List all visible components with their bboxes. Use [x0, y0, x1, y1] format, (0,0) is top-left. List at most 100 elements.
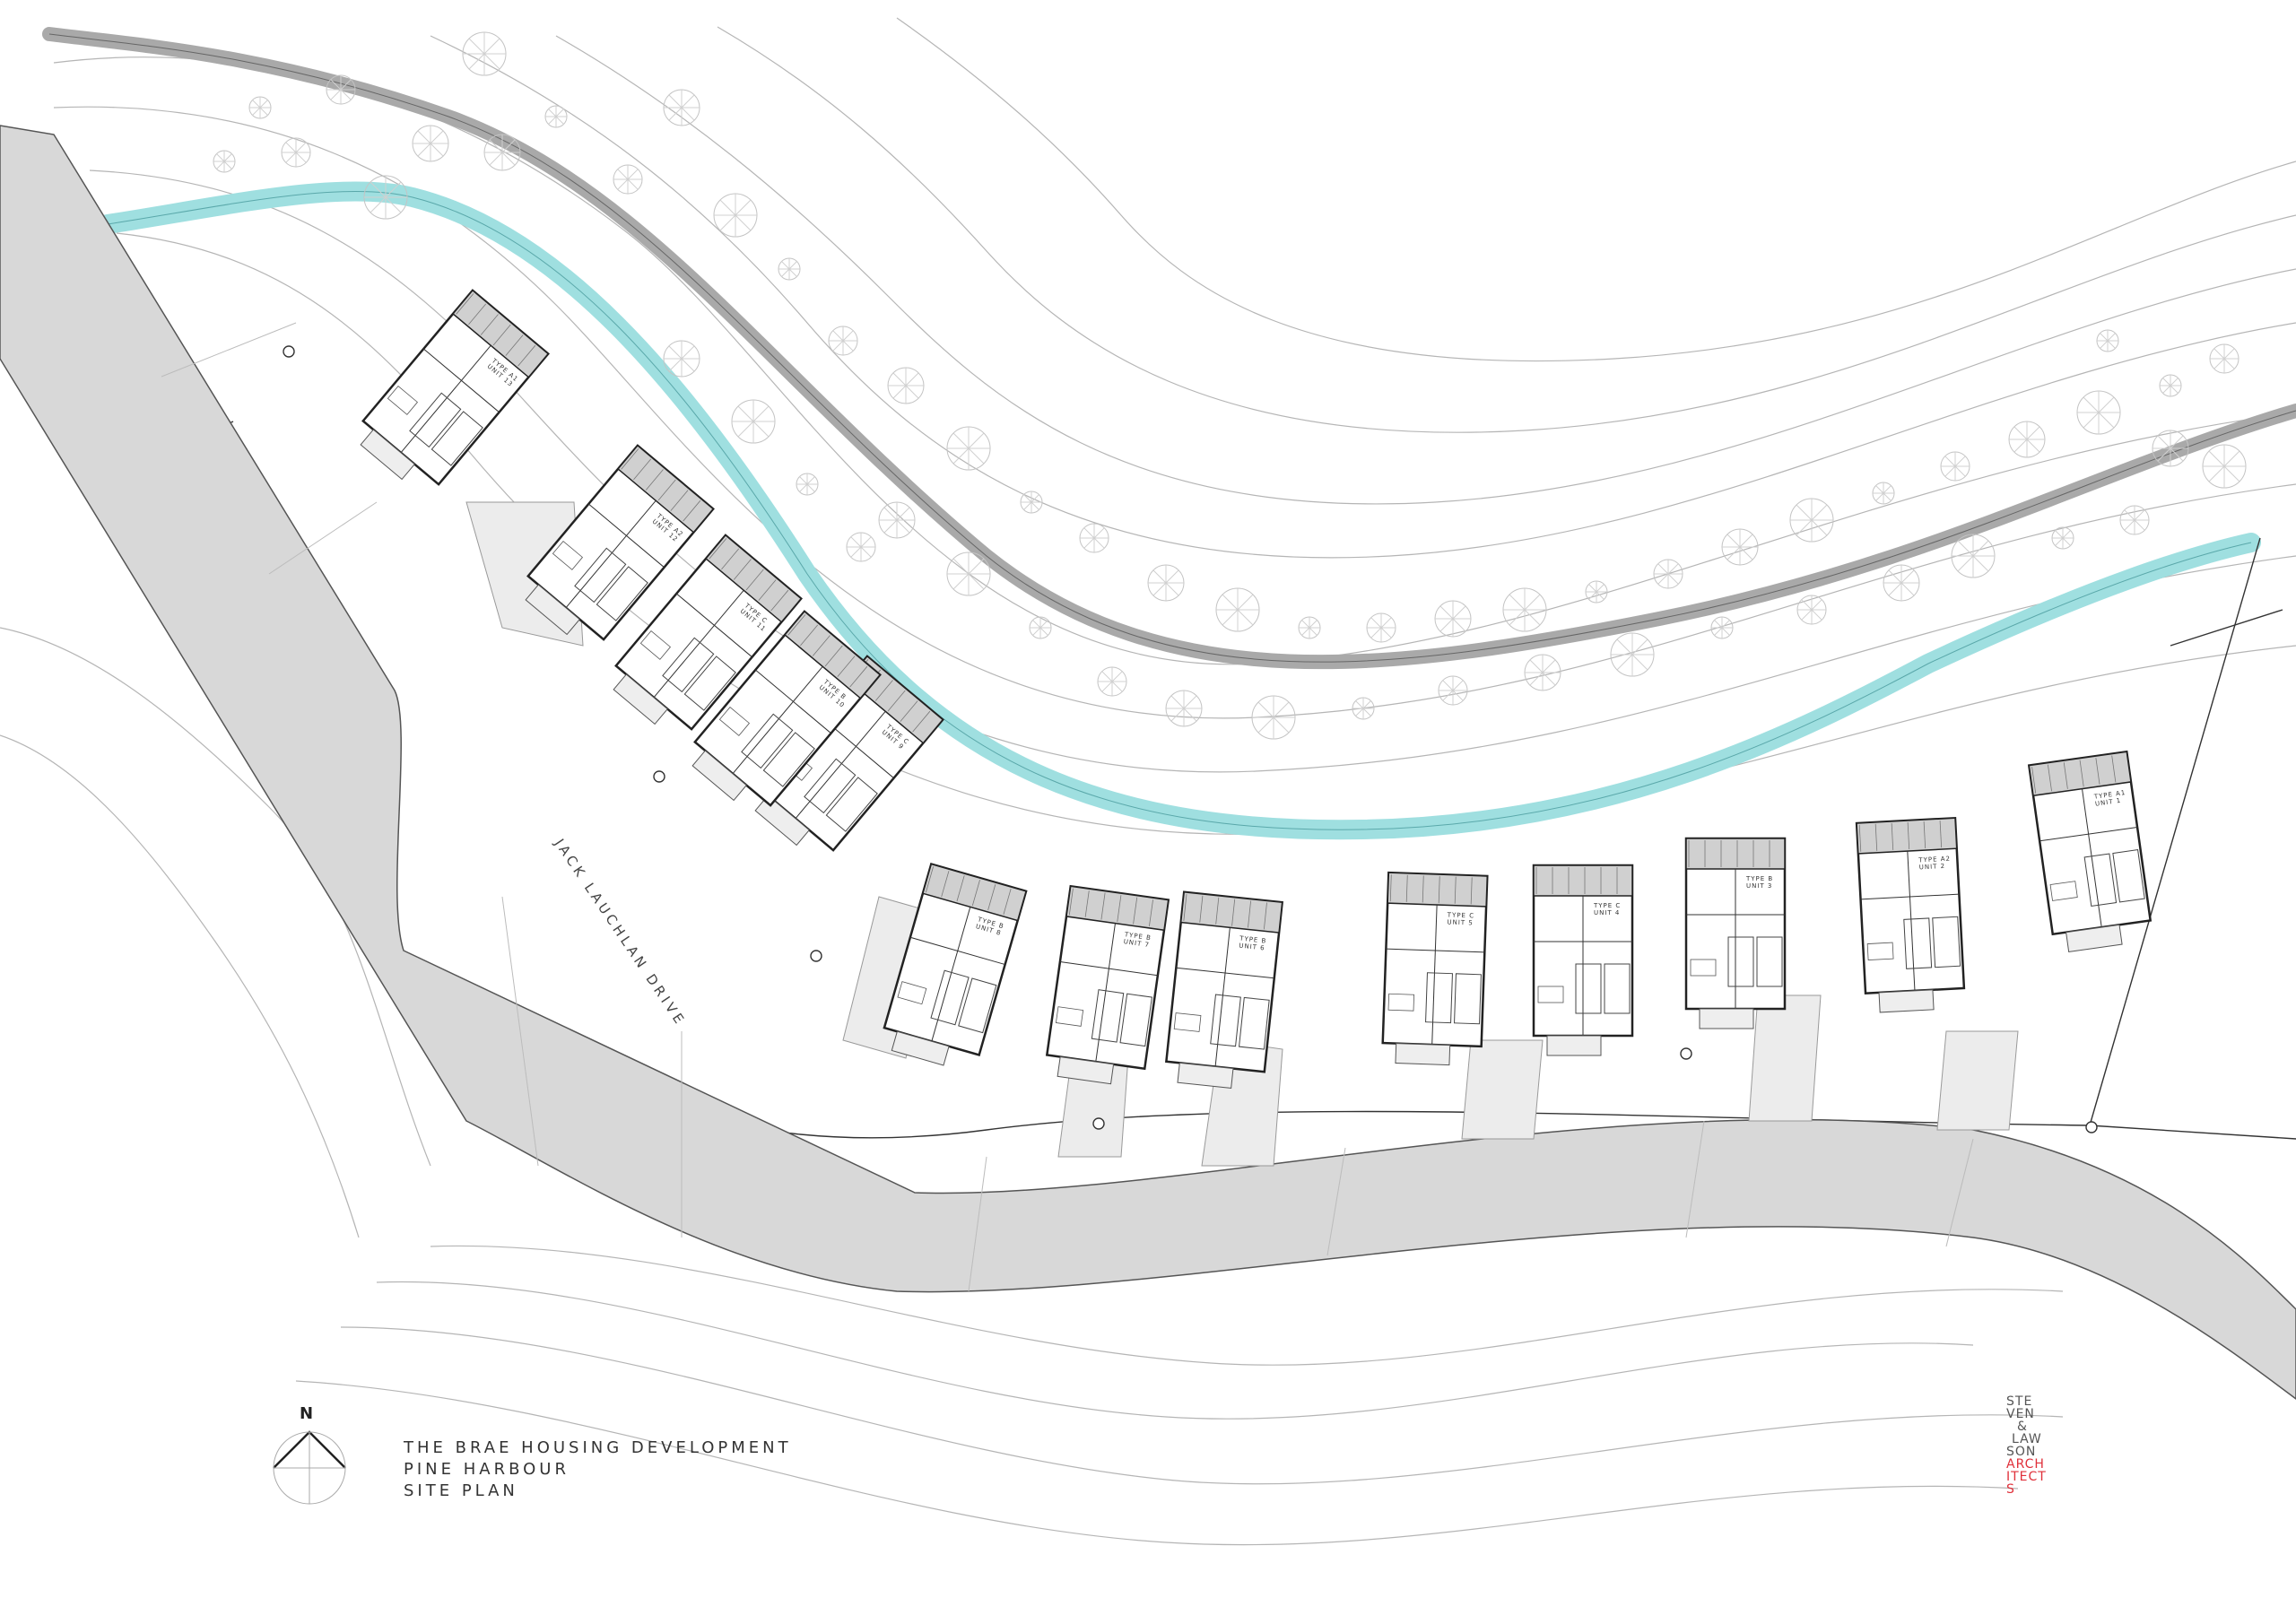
tree-icon [2076, 390, 2121, 435]
tree-icon [1298, 616, 1321, 639]
tree-icon [778, 257, 801, 281]
tree-icon [2051, 526, 2074, 550]
tree-icon [1710, 616, 1734, 639]
title-line-3: SITE PLAN [404, 1481, 518, 1500]
logo-line-red: S [2006, 1482, 2015, 1497]
unit-type-label: TYPE C [1447, 911, 1475, 919]
tree-icon [326, 74, 356, 105]
logo-line: STE [2006, 1394, 2033, 1409]
unit-number-label: UNIT 6 [1239, 942, 1265, 952]
tree-icon [828, 326, 858, 356]
north-label: N [300, 1404, 314, 1423]
tree-icon [796, 473, 819, 496]
architect-logo: STE VEN & LAW SON ARCH ITECT S [2006, 1395, 2047, 1496]
stream [98, 181, 2261, 840]
tree-icon [462, 31, 507, 76]
tree-icon [1585, 580, 1608, 604]
tree-icon [713, 193, 758, 238]
tree-icon [663, 89, 700, 126]
logo-line: & [2017, 1420, 2028, 1434]
tree-icon [1789, 498, 1834, 543]
tree-icon [248, 96, 272, 119]
tree-icon [213, 150, 236, 173]
tree-icon [1502, 587, 1547, 632]
tree-icon [1721, 528, 1759, 566]
tree-icon [1366, 612, 1396, 643]
tree-icon [2096, 329, 2119, 352]
tree-icon [2119, 505, 2150, 535]
tree-icon [412, 125, 449, 162]
unit-type-label: TYPE B [1239, 934, 1267, 944]
contour-lines [0, 17, 2296, 1546]
tree-icon [1883, 564, 1920, 602]
tree-icon [1147, 564, 1185, 602]
unit-number-label: UNIT 3 [1746, 882, 1772, 890]
tree-icon [878, 501, 916, 539]
unit-number-label: UNIT 2 [1919, 863, 1946, 872]
tree-icon [1796, 595, 1827, 625]
road-label: JACK LAUCHLAN DRIVE [551, 835, 689, 1029]
logo-line-red: ARCH [2006, 1457, 2045, 1472]
tree-icon [1951, 534, 1996, 578]
title-block: THE BRAE HOUSING DEVELOPMENT PINE HARBOU… [404, 1437, 792, 1502]
tree-icon [1610, 632, 1655, 677]
tree-icon [2152, 430, 2189, 467]
logo-line: LAW [2012, 1432, 2042, 1446]
tree-icon [1438, 675, 1468, 706]
survey-markers [283, 345, 2098, 1133]
unit-type-label: TYPE A2 [1918, 855, 1951, 864]
unit-type-label: TYPE C [1593, 902, 1621, 909]
tree-icon [946, 426, 991, 471]
unit-number-label: UNIT 5 [1447, 918, 1474, 926]
tree-icon [1352, 697, 1375, 720]
tree-icon [1215, 587, 1260, 632]
tree-icon [2008, 421, 2046, 458]
tree-icon [1079, 523, 1109, 553]
tree-icon [1940, 451, 1970, 482]
unit-type-label: TYPE B [1745, 875, 1773, 882]
tree-icon [363, 175, 408, 220]
road-texture [161, 322, 1974, 1292]
tree-icon [731, 399, 776, 444]
tree-icon [946, 551, 991, 596]
logo-line: SON [2006, 1445, 2037, 1459]
tree-icon [846, 532, 876, 562]
logo-line-red: ITECT [2006, 1470, 2047, 1484]
tree-icon [663, 340, 700, 378]
tree-icon [1434, 600, 1472, 638]
tree-icon [483, 134, 521, 171]
tree-icon [613, 164, 643, 195]
logo-line: VEN [2006, 1407, 2035, 1421]
tree-icon [1653, 559, 1683, 589]
tree-icon [1251, 695, 1296, 740]
tree-icon [1524, 654, 1561, 691]
north-arrow-icon [273, 1430, 346, 1505]
tree-icon [1165, 690, 1203, 727]
tree-icon [544, 105, 568, 128]
vegetation [213, 31, 2247, 740]
upper-track [42, 27, 2296, 670]
tree-icon [2159, 374, 2182, 397]
road-jack-lauchlan-drive [0, 125, 2296, 1400]
tree-icon [281, 137, 311, 168]
unit-number-label: UNIT 4 [1594, 909, 1620, 916]
tree-icon [1020, 491, 1043, 514]
title-line-1: THE BRAE HOUSING DEVELOPMENT [404, 1438, 792, 1457]
tree-icon [1029, 616, 1052, 639]
tree-icon [887, 367, 925, 404]
tree-icon [1097, 666, 1127, 697]
tree-icon [1872, 482, 1895, 505]
title-line-2: PINE HARBOUR [404, 1460, 570, 1479]
